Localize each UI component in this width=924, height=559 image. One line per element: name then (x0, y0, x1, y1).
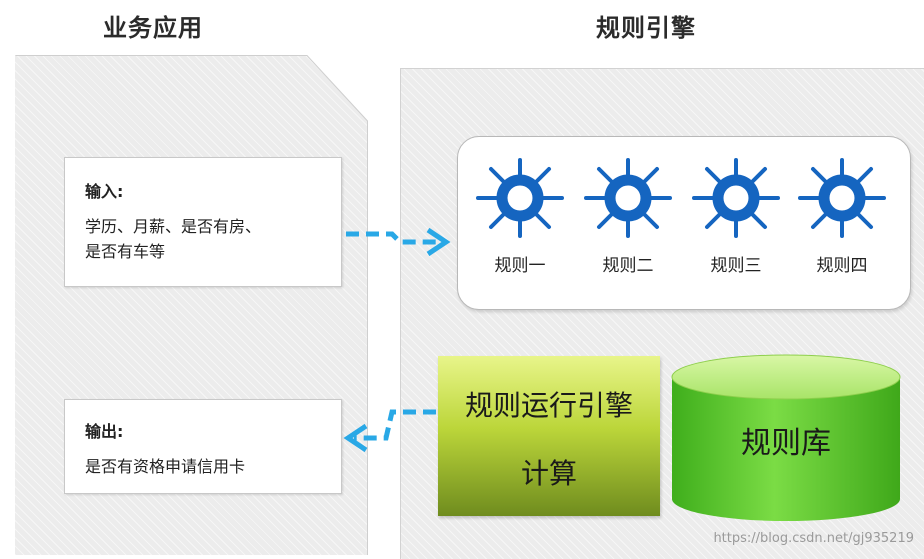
rule-item-3: 规则三 (686, 157, 786, 276)
rule-item-1: 规则一 (470, 157, 570, 276)
input-to-rules-arrow (346, 227, 451, 257)
input-line-1: 学历、月薪、是否有房、 (85, 217, 262, 236)
rule-label-2: 规则二 (602, 256, 654, 276)
rule-label-4: 规则四 (816, 256, 868, 276)
rules-container: 规则一 规则二 (457, 136, 911, 310)
rule-base-cylinder (671, 354, 901, 521)
input-box: 输入: 学历、月薪、是否有房、 是否有车等 (64, 157, 342, 287)
engine-to-output-arrow (343, 409, 436, 453)
output-title: 输出: (85, 422, 124, 441)
engine-label-line-2: 计算 (520, 457, 577, 490)
input-title: 输入: (85, 182, 124, 201)
gear-icon (584, 158, 672, 238)
output-box: 输出: 是否有资格申请信用卡 (64, 399, 342, 494)
input-line-2: 是否有车等 (85, 242, 166, 261)
rule-item-2: 规则二 (578, 157, 678, 276)
business-app-heading: 业务应用 (103, 14, 203, 42)
rule-base-label: 规则库 (741, 426, 831, 461)
rule-label-1: 规则一 (494, 256, 546, 276)
rule-engine-box: 规则运行引擎 计算 (438, 356, 660, 516)
output-line-1: 是否有资格申请信用卡 (85, 457, 246, 476)
rule-item-4: 规则四 (792, 157, 892, 276)
engine-label-line-1: 规则运行引擎 (464, 389, 633, 422)
watermark: https://blog.csdn.net/gj935219 (713, 531, 914, 546)
gear-icon (476, 158, 564, 238)
rule-engine-heading: 规则引擎 (596, 14, 696, 42)
gear-icon (798, 158, 886, 238)
rule-label-3: 规则三 (710, 256, 762, 276)
gear-icon (692, 158, 780, 238)
